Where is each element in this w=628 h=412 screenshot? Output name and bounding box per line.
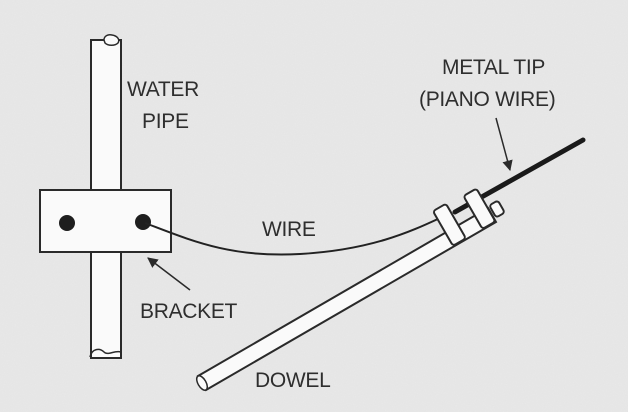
label-piano-wire: (PIANO WIRE) bbox=[419, 88, 555, 111]
bracket-arrow bbox=[147, 257, 191, 291]
label-metal-tip: METAL TIP bbox=[442, 56, 545, 79]
label-water: WATER bbox=[127, 78, 199, 101]
connecting-wire bbox=[144, 217, 441, 256]
bracket bbox=[39, 189, 172, 253]
label-wire: WIRE bbox=[262, 218, 316, 241]
bracket-screw-left bbox=[59, 215, 75, 231]
clamp-assembly bbox=[433, 188, 505, 246]
dowel bbox=[195, 206, 498, 392]
label-dowel: DOWEL bbox=[255, 369, 331, 392]
metal-tip-arrow bbox=[495, 117, 513, 172]
label-pipe: PIPE bbox=[142, 110, 189, 133]
label-bracket: BRACKET bbox=[140, 300, 238, 323]
bracket-screw-right bbox=[135, 214, 151, 230]
